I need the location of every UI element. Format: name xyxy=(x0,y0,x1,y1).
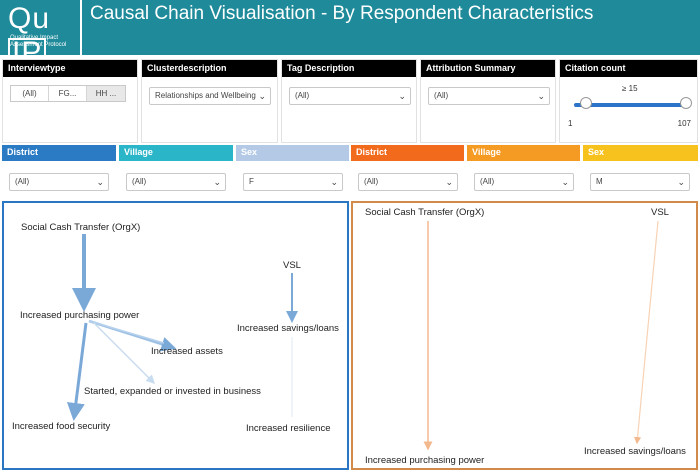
interviewtype-option-all[interactable]: (All) xyxy=(11,86,49,101)
node-increased-purchasing-power[interactable]: Increased purchasing power xyxy=(365,455,485,466)
citation-count-max-label: 107 xyxy=(677,119,691,128)
citation-count-min-handle[interactable] xyxy=(580,97,592,109)
chevron-down-icon: ⌄ xyxy=(445,177,453,187)
left-village-dropdown[interactable]: (All) ⌄ xyxy=(126,173,226,191)
quip-logo: QuIP Qualitative Impact Assessment Proto… xyxy=(2,0,82,68)
chevron-down-icon: ⌄ xyxy=(213,177,221,187)
citation-count-min-label: 1 xyxy=(568,119,573,128)
dropdown-value: (All) xyxy=(480,177,495,186)
node-increased-savings-loans[interactable]: Increased savings/loans xyxy=(237,323,339,334)
causal-chain-panel-left[interactable]: Social Cash Transfer (OrgX) VSL Increase… xyxy=(2,201,349,470)
left-causal-links xyxy=(66,234,298,421)
node-business[interactable]: Started, expanded or invested in busines… xyxy=(84,386,261,397)
dropdown-value: Relationships and Wellbeing xyxy=(155,91,256,100)
node-increased-savings-loans[interactable]: Increased savings/loans xyxy=(584,446,686,457)
tag-description-dropdown[interactable]: (All) ⌄ xyxy=(289,87,411,105)
dropdown-value: M xyxy=(596,177,603,186)
left-district-dropdown[interactable]: (All) ⌄ xyxy=(9,173,109,191)
interviewtype-option-fg[interactable]: FG... xyxy=(49,86,87,101)
citation-count-slider-track[interactable] xyxy=(574,103,686,107)
citation-count-value: ≥ 15 xyxy=(622,84,638,93)
left-filter-sex: Sex F ⌄ xyxy=(236,145,349,197)
app-header: QuIP Qualitative Impact Assessment Proto… xyxy=(0,0,700,68)
dropdown-value: F xyxy=(249,177,254,186)
chevron-down-icon: ⌄ xyxy=(561,177,569,187)
attribution-summary-dropdown[interactable]: (All) ⌄ xyxy=(428,87,550,105)
node-increased-resilience[interactable]: Increased resilience xyxy=(246,423,331,434)
node-vsl[interactable]: VSL xyxy=(651,207,669,218)
chevron-down-icon: ⌄ xyxy=(96,177,104,187)
citation-count-max-handle[interactable] xyxy=(680,97,692,109)
interviewtype-option-hh[interactable]: HH ... xyxy=(87,86,125,101)
dropdown-value: (All) xyxy=(364,177,379,186)
interviewtype-segmented-control[interactable]: (All) FG... HH ... xyxy=(10,85,126,102)
dropdown-value: (All) xyxy=(15,177,30,186)
right-filter-district: District (All) ⌄ xyxy=(351,145,464,197)
clusterdescription-dropdown[interactable]: Relationships and Wellbeing ⌄ xyxy=(149,87,271,105)
node-increased-assets[interactable]: Increased assets xyxy=(151,346,223,357)
dropdown-value: (All) xyxy=(295,91,310,100)
link-purchasing-to-food xyxy=(66,322,88,421)
filter-label: Village xyxy=(119,145,233,161)
filter-label: Village xyxy=(467,145,580,161)
causal-chain-panel-right[interactable]: Social Cash Transfer (OrgX) VSL Increase… xyxy=(351,201,698,470)
filter-tag-description: Tag Description (All) ⌄ xyxy=(281,59,417,143)
left-sex-dropdown[interactable]: F ⌄ xyxy=(243,173,343,191)
filter-label: District xyxy=(351,145,464,161)
right-sex-dropdown[interactable]: M ⌄ xyxy=(590,173,690,191)
filter-label: Citation count xyxy=(560,60,697,77)
chevron-down-icon: ⌄ xyxy=(537,91,545,101)
left-filter-village: Village (All) ⌄ xyxy=(119,145,233,197)
filter-attribution-summary: Attribution Summary (All) ⌄ xyxy=(420,59,556,143)
right-filter-sex: Sex M ⌄ xyxy=(583,145,698,197)
dropdown-value: (All) xyxy=(434,91,449,100)
link-purchasing-to-business xyxy=(93,322,156,385)
filter-label: Attribution Summary xyxy=(421,60,555,77)
left-filter-district: District (All) ⌄ xyxy=(2,145,116,197)
filter-label: Clusterdescription xyxy=(142,60,277,77)
link-vsl-to-savings xyxy=(633,220,659,445)
filter-interviewtype: Interviewtype (All) FG... HH ... xyxy=(2,59,138,143)
chevron-down-icon: ⌄ xyxy=(330,177,338,187)
logo-subtitle: Qualitative Impact Assessment Protocol xyxy=(10,35,67,48)
chevron-down-icon: ⌄ xyxy=(258,91,266,101)
chevron-down-icon: ⌄ xyxy=(677,177,685,187)
filter-clusterdescription: Clusterdescription Relationships and Wel… xyxy=(141,59,278,143)
filter-label: District xyxy=(2,145,116,161)
page-title: Causal Chain Visualisation - By Responde… xyxy=(90,3,594,24)
filter-label: Sex xyxy=(583,145,698,161)
filter-label: Tag Description xyxy=(282,60,416,77)
filter-citation-count: Citation count ≥ 15 1 107 xyxy=(559,59,698,143)
node-increased-food-security[interactable]: Increased food security xyxy=(12,421,111,432)
right-filter-village: Village (All) ⌄ xyxy=(467,145,580,197)
node-vsl[interactable]: VSL xyxy=(283,260,301,271)
filter-label: Interviewtype xyxy=(3,60,137,77)
right-district-dropdown[interactable]: (All) ⌄ xyxy=(358,173,458,191)
node-social-cash-transfer[interactable]: Social Cash Transfer (OrgX) xyxy=(21,222,141,233)
link-purchasing-to-assets-2 xyxy=(88,320,165,344)
chevron-down-icon: ⌄ xyxy=(398,91,406,101)
right-village-dropdown[interactable]: (All) ⌄ xyxy=(474,173,574,191)
node-increased-purchasing-power[interactable]: Increased purchasing power xyxy=(20,310,140,321)
node-social-cash-transfer[interactable]: Social Cash Transfer (OrgX) xyxy=(365,207,485,218)
dropdown-value: (All) xyxy=(132,177,147,186)
right-causal-links xyxy=(423,220,659,451)
filter-label: Sex xyxy=(236,145,349,161)
